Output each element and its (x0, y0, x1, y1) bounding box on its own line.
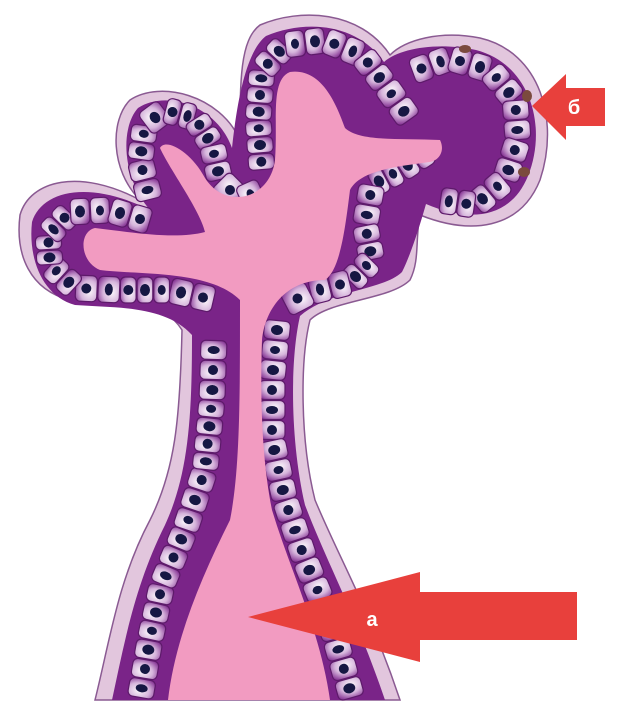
cell-nucleus (123, 285, 133, 295)
brown-cell (459, 45, 471, 53)
epithelial-cell (352, 203, 381, 226)
epithelial-cell (196, 417, 224, 436)
arrow-a-label: а (366, 609, 378, 631)
epithelial-cell (98, 276, 121, 303)
epithelial-cell (259, 359, 287, 381)
epithelial-cell (200, 360, 227, 380)
epithelial-cell (246, 136, 273, 154)
epithelial-cell (127, 677, 156, 700)
epithelial-cell (194, 434, 222, 453)
epithelial-cell (456, 190, 476, 218)
epithelial-cell (120, 277, 136, 303)
epithelial-cell (261, 339, 289, 361)
cell-nucleus (267, 385, 277, 395)
epithelial-cell (200, 340, 227, 360)
epithelial-cell (197, 399, 225, 418)
epithelial-cell (137, 277, 153, 303)
epithelial-cell (245, 103, 272, 121)
epithelial-cell (259, 401, 285, 420)
epithelial-cell (154, 277, 170, 303)
epithelial-cell (131, 658, 160, 681)
cell-nucleus (267, 425, 277, 435)
epithelial-cell (502, 100, 529, 121)
epithelial-cell (284, 30, 306, 58)
cell-nucleus (140, 284, 150, 296)
epithelial-cell (90, 197, 110, 224)
epithelial-cell (259, 381, 285, 400)
epithelial-cell (70, 198, 90, 225)
brown-cell (518, 167, 530, 177)
epithelial-cell (245, 119, 272, 137)
epithelial-cell (192, 452, 220, 471)
epithelial-cell (356, 183, 385, 206)
epithelial-cell (246, 86, 273, 104)
epithelial-cell (248, 153, 275, 171)
epithelial-cell (127, 141, 155, 161)
brown-cell (522, 90, 532, 102)
epithelial-cell (263, 319, 291, 341)
cell-nucleus (158, 285, 166, 295)
epithelial-cell (439, 187, 459, 215)
cell-nucleus (266, 406, 278, 414)
epithelial-cell (36, 250, 63, 266)
arrow-b-label: б (568, 97, 580, 119)
epithelial-cell (199, 380, 226, 400)
